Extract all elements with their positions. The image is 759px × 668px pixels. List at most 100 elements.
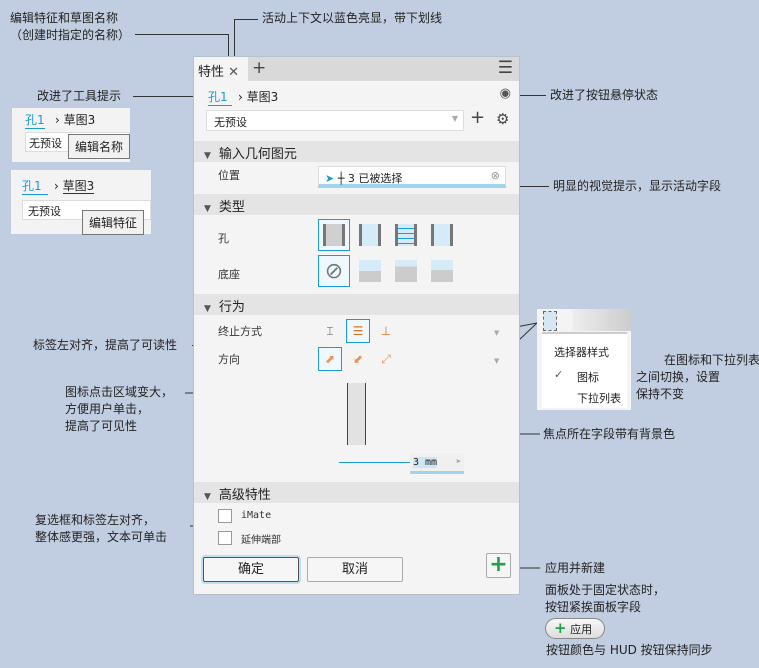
position-field[interactable]: ➤ ┼ 3 已被选择⊗ [318,166,506,188]
seat-spotface-icon [395,260,417,282]
hole-taper-button[interactable] [426,219,458,251]
collapse-icon: ▼ [204,304,211,314]
callout-line [512,95,546,96]
inset-sketch[interactable]: › 草图3 [54,179,95,194]
note-apply-new: 应用并新建 [545,561,606,575]
extend-end-label[interactable]: 延伸端部 [241,535,281,546]
direction-flip-icon[interactable]: ⬋ [352,352,364,366]
inset-feature-name[interactable]: 孔1 [22,177,48,195]
inset-sketch[interactable]: › 草图3 [55,113,96,127]
section-type-label: 类型 [218,200,245,215]
hole-tapped-button[interactable] [390,219,422,251]
termination-distance-icon[interactable]: ⌶ [326,323,334,338]
note-hud-sync: 按钮颜色与 HUD 按钮保持同步 [546,643,713,657]
dimension-line [339,462,449,463]
preset-dropdown[interactable]: 无预设▼ [206,110,464,131]
breadcrumb-sketch[interactable]: › 草图3 [238,90,279,104]
eye-icon[interactable]: ◉ [499,86,511,101]
termination-through-icon[interactable]: ☰ [346,319,370,343]
add-tab-icon[interactable]: + [252,58,267,78]
seat-countersink-icon [431,260,453,282]
properties-panel: 特性 ✕ + ☰ 孔1 › 草图3 ◉ 无预设▼ + ⚙ ▼输入几何图元 位置 … [193,56,520,595]
chevron-down-icon: ▼ [451,114,458,123]
callout-line [513,186,549,187]
tooltip-inset-feature: 孔1 › 草图3 无预设 编辑特征 [11,170,151,235]
seat-counterbore-icon [359,260,381,282]
direction-symmetric-icon[interactable]: ⤢ [381,351,391,366]
breadcrumb-feature[interactable]: 孔1 [208,88,232,106]
termination-style-toggle[interactable]: ▼ [494,329,500,337]
section-behavior[interactable]: ▼ 行为 [194,294,519,315]
imate-checkbox[interactable] [218,509,232,523]
section-input-label: 输入几何图元 [218,147,297,162]
hole-tapped-icon [395,224,417,246]
collapse-icon: ▼ [204,151,211,161]
section-type[interactable]: ▼ 类型 [194,194,519,215]
hole-simple-button[interactable] [318,219,350,251]
seat-spotface-button[interactable] [390,255,422,287]
hud-apply-label: 应用 [570,623,593,636]
termination-to-icon[interactable]: ⊥ [380,324,392,338]
selector-style-popup: 选择器样式 ✓ 图标 下拉列表 [537,309,631,410]
note-label-left: 标签左对齐，提高了可读性 [33,338,178,352]
ok-button[interactable]: 确定 [203,557,299,582]
note-edit-names: 编辑特征和草图名称 [10,11,119,25]
cancel-button[interactable]: 取消 [307,557,403,582]
note-pinned-2: 按钮紧挨面板字段 [545,600,642,614]
note-switch: 在图标和下拉列表 [664,353,759,367]
close-icon[interactable]: ✕ [228,65,240,80]
callout-line [133,96,197,97]
collapse-icon: ▼ [204,492,211,502]
imate-label[interactable]: iMate [241,510,272,521]
note-switch-2: 之间切换，设置 [636,370,721,384]
position-value: 3 已被选择 [347,172,403,185]
section-advanced[interactable]: ▼ 高级特性 [194,482,519,503]
inset-feature-name[interactable]: 孔1 [25,113,45,129]
extend-end-checkbox[interactable] [218,531,232,545]
note-active-context: 活动上下文以蓝色亮显，带下划线 [262,11,443,25]
tooltip-edit-feature: 编辑特征 [82,210,145,235]
note-edit-names-2: （创建时指定的名称） [10,28,131,42]
popup-option-icons[interactable]: 图标 [577,371,599,384]
note-visual-cue: 明显的视觉提示，显示活动字段 [553,179,722,193]
note-icon-area: 图标点击区域变大， [65,385,174,399]
note-focus: 焦点所在字段带有背景色 [543,427,676,441]
section-input[interactable]: ▼ 输入几何图元 [194,141,519,162]
plus-icon: + [554,619,567,637]
hole-clearance-button[interactable] [354,219,386,251]
seat-countersink-button[interactable] [426,255,458,287]
collapse-icon: ▼ [204,204,211,214]
note-checkbox: 复选框和标签左对齐， [35,513,156,527]
callout-line [135,34,228,35]
direction-style-toggle[interactable]: ▼ [494,357,500,365]
seat-counterbore-button[interactable] [354,255,386,287]
note-tooltips: 改进了工具提示 [37,89,122,103]
termination-label: 终止方式 [218,325,262,338]
popup-option-dropdown[interactable]: 下拉列表 [577,392,621,405]
section-advanced-label: 高级特性 [218,488,271,503]
callout-line [234,19,258,20]
dropdown-toggle[interactable] [543,311,557,331]
position-label: 位置 [218,169,240,182]
seat-label: 底座 [218,268,240,281]
hud-apply-button-sample: + 应用 [545,618,605,639]
note-hover: 改进了按钮悬停状态 [550,88,659,102]
gear-icon[interactable]: ⚙ [496,110,510,128]
note-icon-area-3: 提高了可见性 [65,419,138,433]
add-preset-icon[interactable]: + [470,107,486,128]
tab-properties[interactable]: 特性 ✕ [194,57,248,81]
expand-arrow-icon[interactable]: ▶ [456,457,461,465]
note-icon-area-2: 方便用户单击， [65,402,150,416]
section-behavior-label: 行为 [218,300,245,315]
check-icon: ✓ [554,368,564,381]
note-switch-3: 保持不变 [636,387,685,401]
apply-new-button[interactable]: + [486,553,511,578]
popup-menu: 选择器样式 ✓ 图标 下拉列表 [542,332,627,408]
hole-taper-icon [431,224,453,246]
clear-icon[interactable]: ⊗ [490,169,500,182]
tooltip-edit-name: 编辑名称 [68,134,131,159]
menu-icon[interactable]: ☰ [497,58,513,78]
direction-default-icon[interactable]: ⬈ [318,347,342,371]
diameter-input[interactable]: 3 mm▶ [410,453,464,474]
seat-none-button[interactable]: ⊘ [318,255,350,287]
